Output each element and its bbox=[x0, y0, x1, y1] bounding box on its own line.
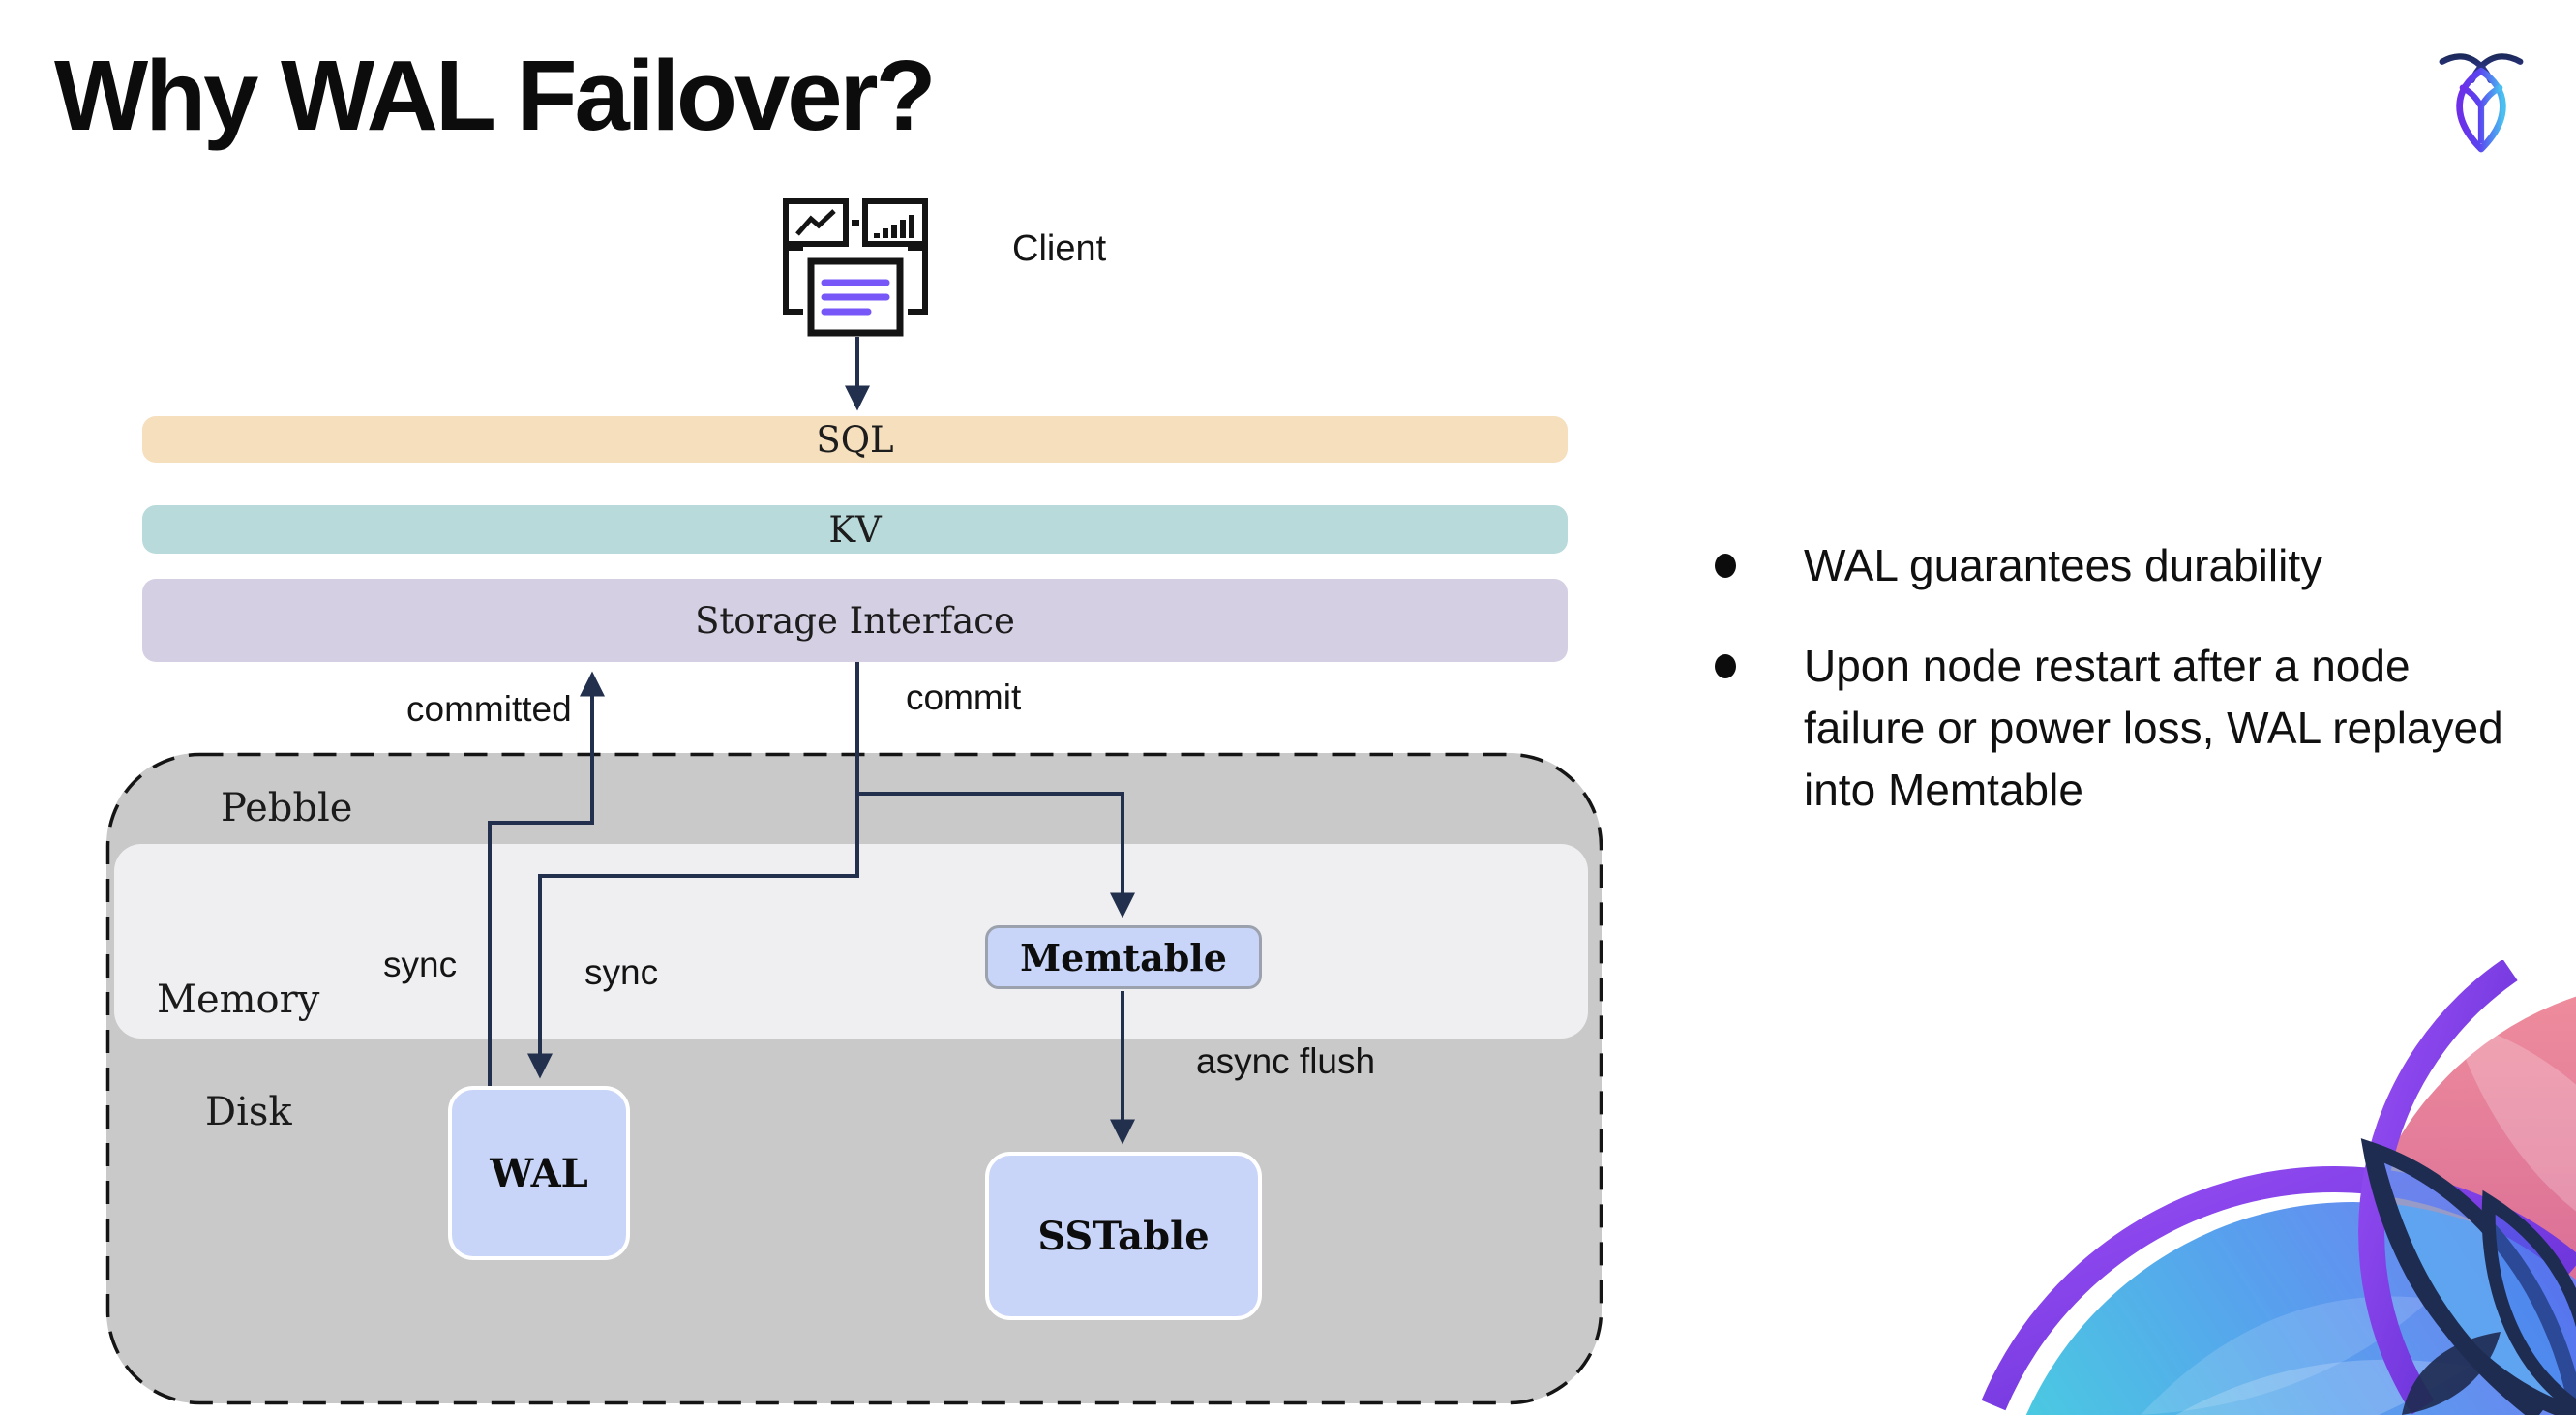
layer-kv: KV bbox=[142, 505, 1568, 554]
layer-storage-interface: Storage Interface bbox=[142, 579, 1568, 662]
memtable-node: Memtable bbox=[985, 925, 1262, 989]
layer-sql: SQL bbox=[142, 416, 1568, 463]
layer-storage-label: Storage Interface bbox=[695, 599, 1015, 642]
memory-label: Memory bbox=[157, 978, 320, 1022]
bullet-text: WAL guarantees durability bbox=[1804, 540, 2323, 590]
layer-kv-label: KV bbox=[828, 508, 882, 551]
list-item: Upon node restart after a node failure o… bbox=[1715, 635, 2576, 821]
edge-label-commit: commit bbox=[906, 677, 1022, 717]
wal-node: WAL bbox=[448, 1086, 630, 1260]
client-icon bbox=[783, 198, 928, 337]
pebble-label: Pebble bbox=[221, 786, 353, 830]
wal-node-label: WAL bbox=[490, 1150, 588, 1196]
bullet-text: Upon node restart after a node failure o… bbox=[1804, 641, 2503, 815]
layer-sql-label: SQL bbox=[816, 418, 894, 461]
sstable-node: SSTable bbox=[985, 1152, 1262, 1320]
edge-label-sync-right: sync bbox=[584, 952, 659, 992]
list-item: WAL guarantees durability bbox=[1715, 534, 2576, 596]
decorative-brand-art bbox=[1981, 960, 2576, 1415]
bullet-dot-icon bbox=[1715, 654, 1736, 678]
page-title: Why WAL Failover? bbox=[54, 40, 937, 151]
document-lines-icon bbox=[821, 279, 890, 316]
sstable-node-label: SSTable bbox=[1037, 1213, 1210, 1259]
edge-label-committed: committed bbox=[406, 689, 572, 729]
bullet-dot-icon bbox=[1715, 554, 1736, 578]
cockroachdb-logo-icon bbox=[2439, 53, 2524, 153]
bullet-list: WAL guarantees durability Upon node rest… bbox=[1715, 534, 2576, 859]
memory-region bbox=[114, 844, 1588, 1039]
disk-label: Disk bbox=[205, 1090, 292, 1134]
client-label: Client bbox=[1012, 228, 1107, 269]
edge-label-sync-left: sync bbox=[383, 945, 458, 984]
memtable-node-label: Memtable bbox=[1020, 935, 1227, 979]
edge-label-async-flush: async flush bbox=[1196, 1041, 1376, 1081]
